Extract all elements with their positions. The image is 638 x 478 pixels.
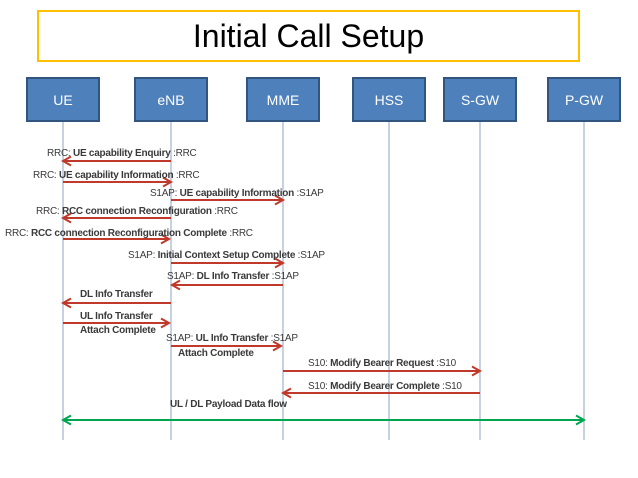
protocol-suffix: :S1AP [293,188,324,199]
message-text: UL Info Transfer [80,311,153,322]
message-text: Modify Bearer Complete [330,381,440,392]
actor-box-enb: eNB [134,77,208,122]
ul-dl-payload-data-flow-arrowhead-left [60,414,72,426]
protocol-suffix: :RRC [170,148,197,159]
message-label-s10-modify-bearer-request: S10: Modify Bearer Request :S10 [308,358,456,370]
message-text: UL Info Transfer [195,333,269,344]
protocol-suffix: :RRC [226,228,253,239]
protocol-suffix: :RRC [173,170,200,181]
protocol-prefix: S10: [308,358,331,369]
actor-box-p-gw: P-GW [547,77,621,122]
dl-info-transfer-arrowhead-left [60,297,72,309]
actor-box-ue: UE [26,77,100,122]
protocol-prefix: S1AP: [167,271,197,282]
title-box: Initial Call Setup [37,10,580,62]
rrc-rcc-connection-reconfiguration-complete-arrowhead-right [160,233,172,245]
protocol-prefix: S10: [308,381,331,392]
protocol-suffix: :S1AP [295,250,325,261]
protocol-prefix: S1AP: [128,250,158,261]
s1ap-ul-info-transfer-attach-complete-arrowhead-right [272,340,284,352]
message-label-ul-info-transfer-attach-complete-line2: Attach Complete [80,325,156,336]
s10-modify-bearer-complete-arrowhead-left [280,387,292,399]
message-label-rrc-rcc-connection-reconfiguration: RRC: RCC connection Reconfiguration :RRC [36,206,238,218]
protocol-suffix: :S10 [439,381,462,392]
message-label-s10-modify-bearer-complete: S10: Modify Bearer Complete :S10 [308,381,462,393]
message-label-ul-dl-payload-data-flow: UL / DL Payload Data flow [170,399,287,411]
rrc-rcc-connection-reconfiguration-arrowhead-left [60,212,72,224]
page-title: Initial Call Setup [192,17,425,54]
actor-label: MME [266,91,300,108]
message-text: UE capability Enquiry [72,148,171,159]
protocol-prefix: RRC: [36,206,62,217]
message-text: RCC connection Reconfiguration Complete [30,228,227,239]
message-text: UL / DL Payload Data flow [170,399,287,410]
protocol-suffix: :S1AP [268,333,298,344]
ul-dl-payload-data-flow-arrowhead-right [575,414,587,426]
message-label-s1ap-dl-info-transfer: S1AP: DL Info Transfer :S1AP [167,271,299,283]
protocol-suffix: :S1AP [269,271,299,282]
protocol-prefix: RRC: [5,228,31,239]
message-text: DL Info Transfer [80,289,153,300]
actor-box-mme: MME [246,77,320,122]
actor-label: P-GW [564,91,604,108]
s1ap-ue-capability-information-arrowhead-right [274,194,286,206]
protocol-prefix: S1AP: [166,333,196,344]
s10-modify-bearer-request-arrowhead-right [471,365,483,377]
actor-label: UE [53,91,73,108]
s1ap-initial-context-setup-complete-arrowhead-right [274,257,286,269]
message-label-rrc-ue-capability-information: RRC: UE capability Information :RRC [33,170,200,182]
message-label-ul-info-transfer-attach-complete: UL Info Transfer [80,311,153,323]
s1ap-dl-info-transfer-arrowhead-left [169,279,181,291]
ul-info-transfer-attach-complete-arrowhead-right [160,317,172,329]
protocol-suffix: :S10 [433,358,456,369]
message-text: Initial Context Setup Complete [157,250,296,261]
message-label-s1ap-initial-context-setup-complete: S1AP: Initial Context Setup Complete :S1… [128,250,325,262]
message-text: RCC connection Reconfiguration [61,206,212,217]
rrc-ue-capability-enquiry-arrowhead-left [60,155,72,167]
protocol-prefix: S1AP: [150,188,180,199]
actor-label: S-GW [460,91,500,108]
rrc-ue-capability-information-arrowhead-right [162,176,174,188]
message-text: UE capability Information [58,170,174,181]
message-label-rrc-ue-capability-enquiry: RRC: UE capability Enquiry :RRC [47,148,197,160]
actor-box-s-gw: S-GW [443,77,517,122]
message-label-dl-info-transfer: DL Info Transfer [80,289,153,301]
message-label-s1ap-ul-info-transfer-attach-complete-line2: Attach Complete [178,348,254,359]
actor-box-hss: HSS [352,77,426,122]
message-label-s1ap-ul-info-transfer-attach-complete: S1AP: UL Info Transfer :S1AP [166,333,298,345]
actor-label: HSS [374,91,404,108]
message-text: DL Info Transfer [196,271,270,282]
protocol-suffix: :RRC [211,206,238,217]
message-label-s1ap-ue-capability-information: S1AP: UE capability Information :S1AP [150,188,324,200]
message-label-rrc-rcc-connection-reconfiguration-complete: RRC: RCC connection Reconfiguration Comp… [5,228,253,240]
protocol-prefix: RRC: [47,148,73,159]
protocol-prefix: RRC: [33,170,59,181]
actor-label: eNB [157,91,185,108]
message-text: Modify Bearer Request [330,358,434,369]
message-text: UE capability Information [179,188,295,199]
